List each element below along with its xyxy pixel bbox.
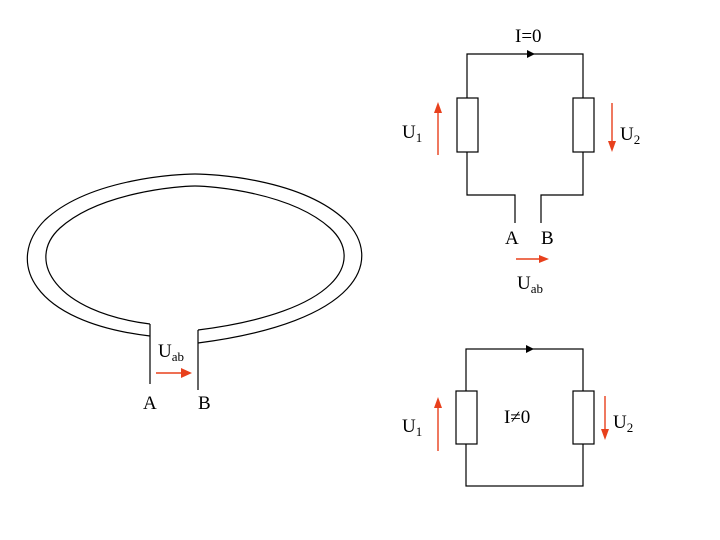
closed-u2-label: U2	[613, 412, 633, 435]
closed-current-arrowhead	[526, 345, 534, 353]
closed-resistor-2	[572, 390, 595, 445]
open-current-arrowhead	[527, 50, 535, 58]
closed-u1-arrow	[434, 397, 442, 451]
open-u1-arrow	[434, 102, 442, 155]
open-resistor-1	[456, 97, 479, 153]
closed-u1-label: U1	[402, 416, 422, 439]
open-resistor-2	[572, 97, 595, 153]
open-u1-label: U1	[402, 122, 422, 145]
closed-resistor-1	[455, 390, 478, 445]
closed-circuit	[455, 345, 595, 487]
open-u2-arrow	[608, 103, 616, 152]
open-uab-label: Uab	[517, 273, 543, 296]
loop-voltage-arrow	[156, 368, 192, 378]
loop-voltage-label: Uab	[158, 341, 184, 364]
loop-terminal-a: A	[143, 393, 157, 414]
closed-u2-arrow	[601, 396, 609, 440]
open-terminal-b: B	[541, 228, 554, 249]
open-u2-label: U2	[620, 124, 640, 147]
open-current-label: I=0	[515, 26, 542, 47]
open-uab-arrow	[516, 255, 549, 263]
open-circuit	[456, 50, 595, 223]
wire-loop	[26, 173, 363, 390]
closed-current-label: I≠0	[504, 407, 530, 428]
open-terminal-a: A	[505, 228, 519, 249]
loop-terminal-b: B	[198, 393, 211, 414]
